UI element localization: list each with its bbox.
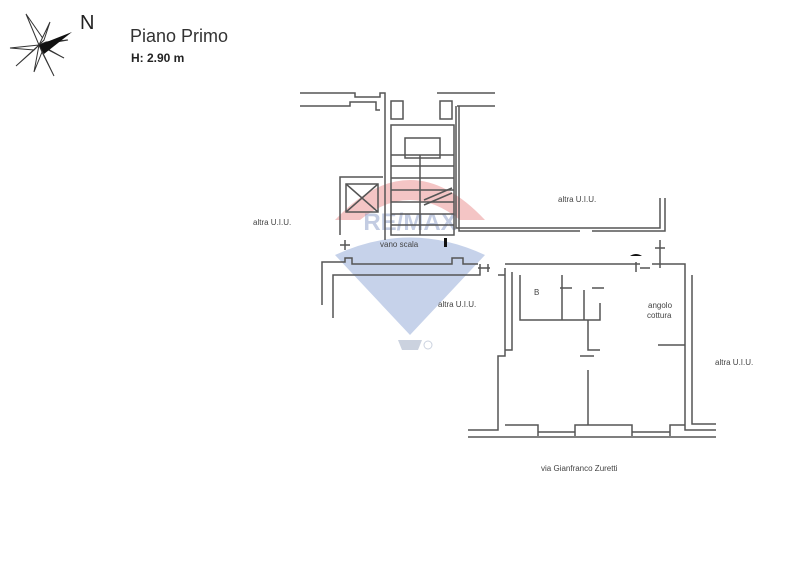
label-bathroom: B <box>534 288 540 297</box>
label-kitchen-2: cottura <box>647 311 672 320</box>
floor-title: Piano Primo <box>130 26 229 46</box>
compass-rose-icon <box>9 13 72 77</box>
label-altra-uiu-top: altra U.I.U. <box>558 195 597 204</box>
label-kitchen-1: angolo <box>648 301 673 310</box>
label-altra-uiu-middle: altra U.I.U. <box>438 300 477 309</box>
label-altra-uiu-left: altra U.I.U. <box>253 218 292 227</box>
label-street: via Gianfranco Zuretti <box>541 464 618 473</box>
ceiling-height: H: 2.90 m <box>131 51 185 65</box>
label-altra-uiu-right: altra U.I.U. <box>715 358 754 367</box>
label-vano-scala: vano scala <box>380 240 419 249</box>
north-label: N <box>80 12 95 34</box>
